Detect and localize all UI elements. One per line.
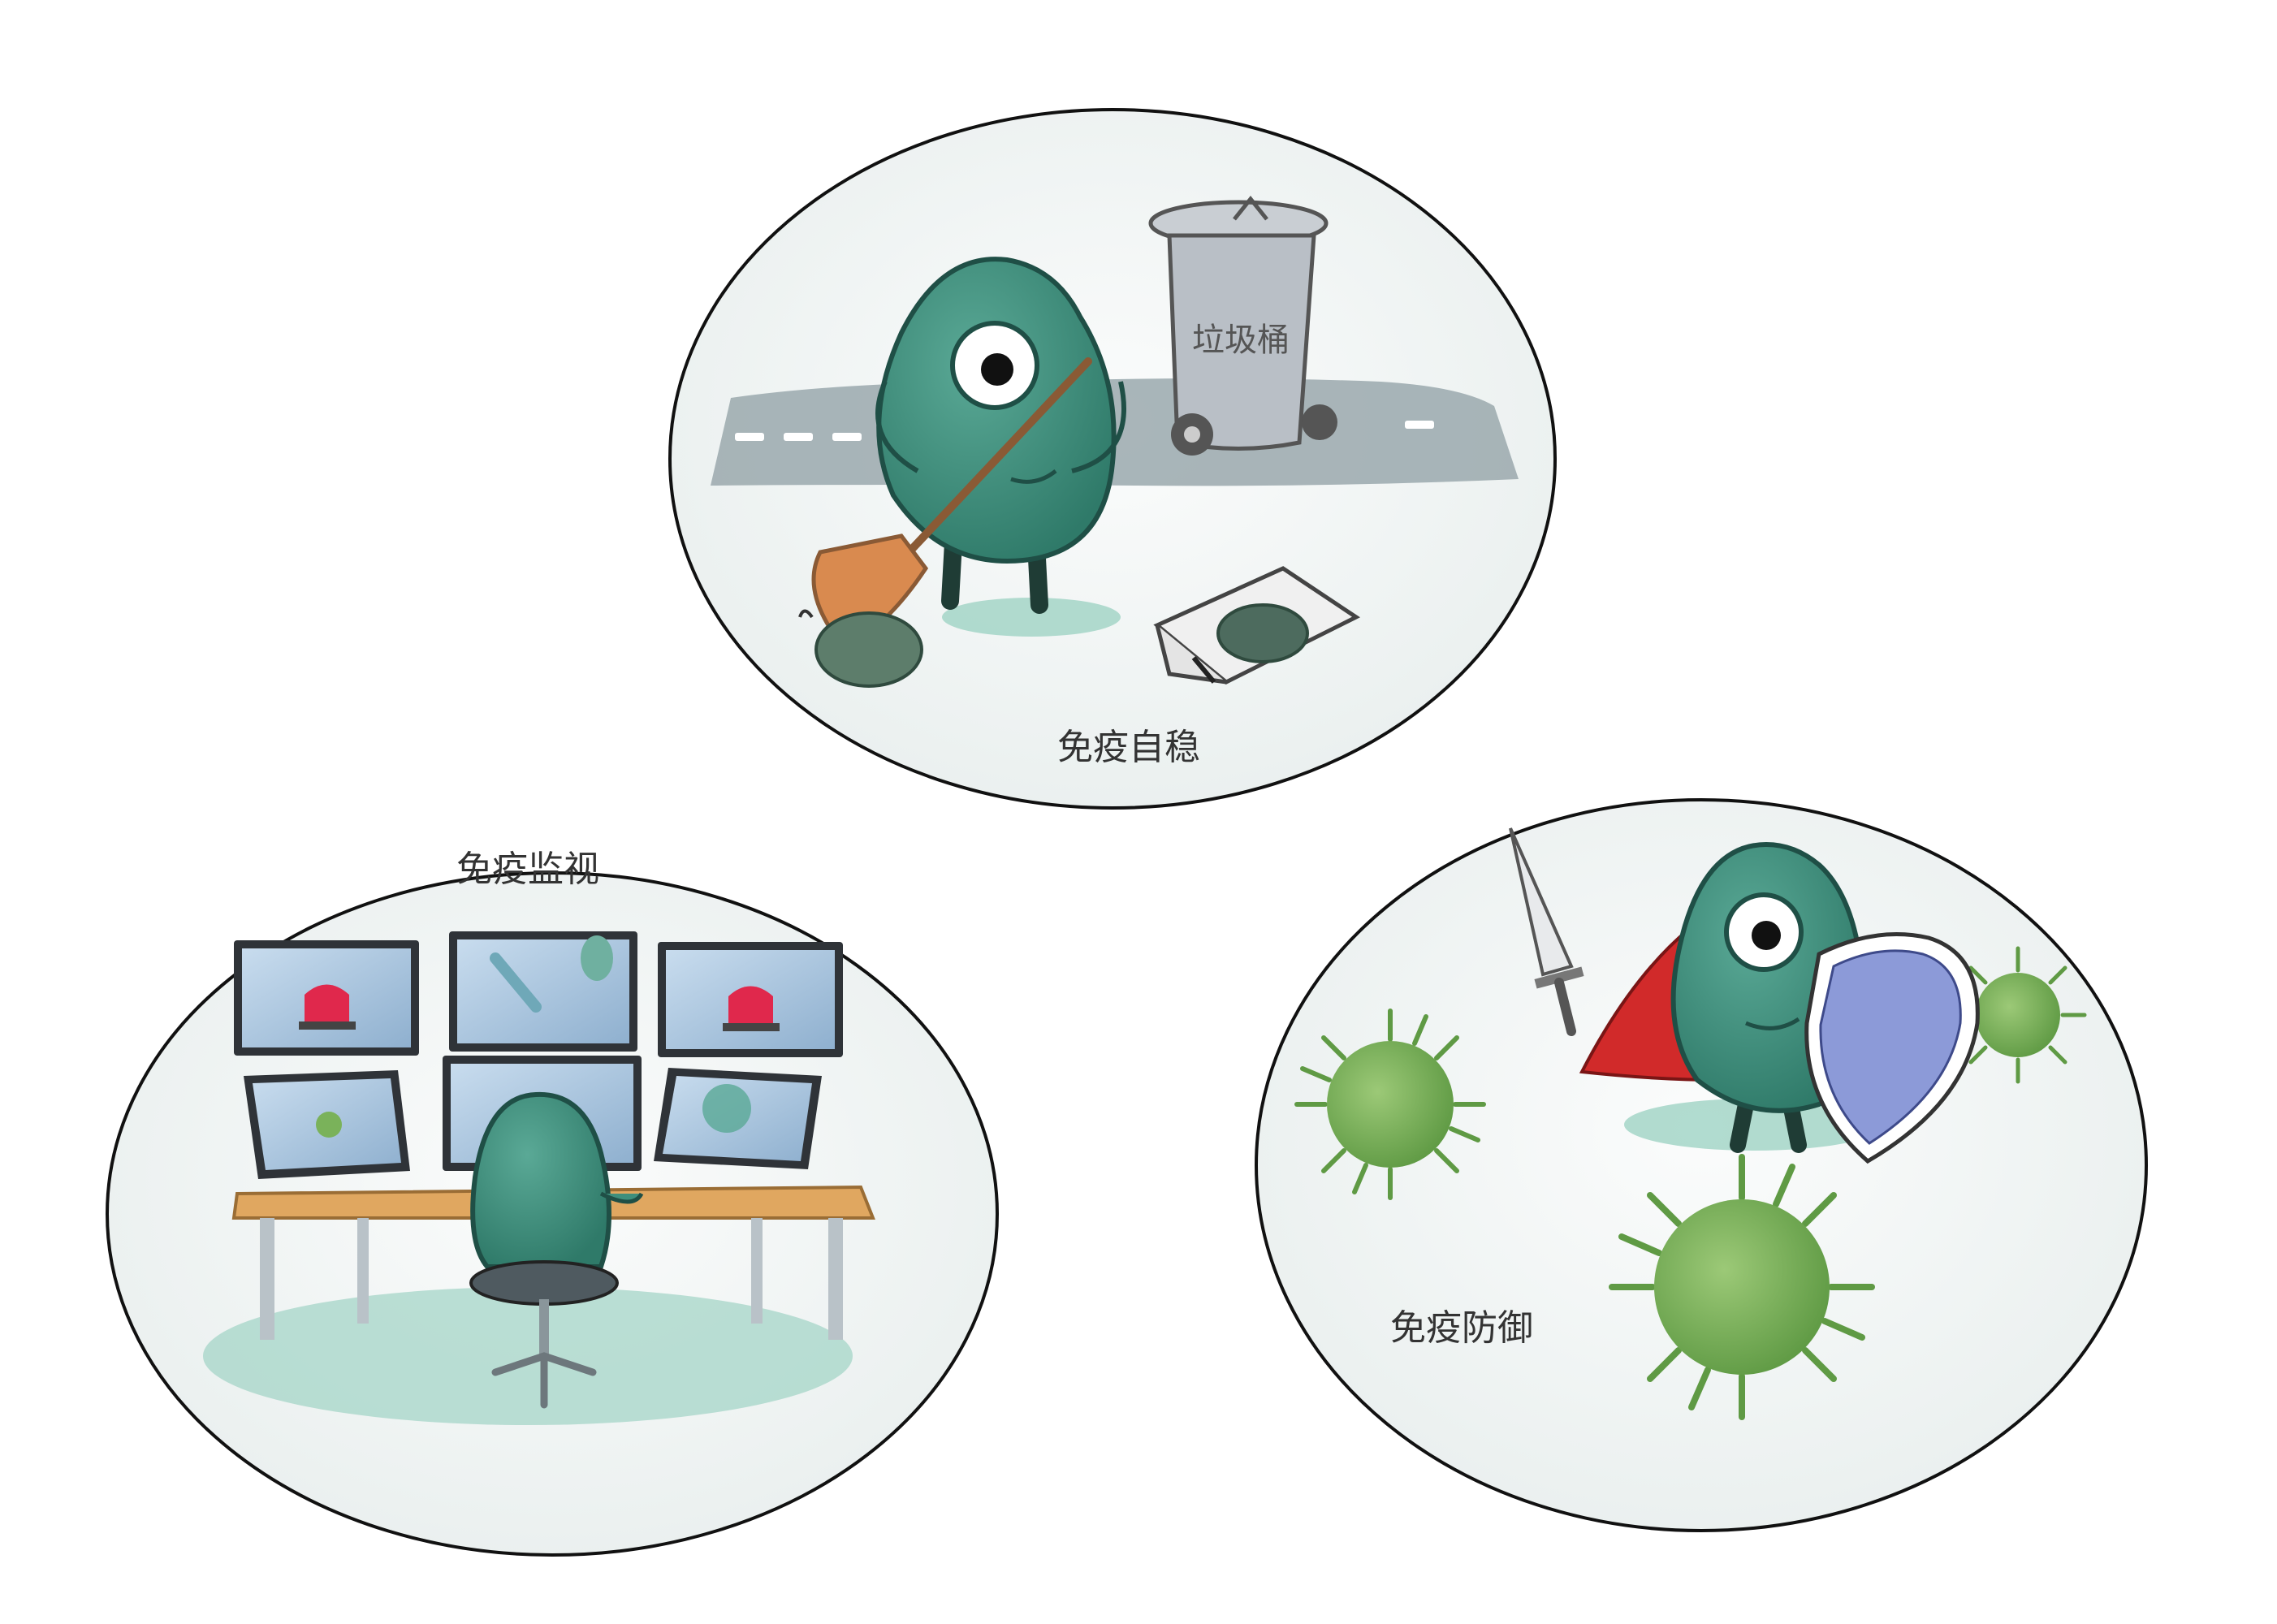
monitor-icon (234, 940, 419, 1056)
virus-icon (1294, 1009, 1486, 1200)
trash-bin-label: 垃圾桶 (1192, 322, 1290, 359)
panel-homeostasis: 垃圾桶 免疫自稳 (668, 108, 1557, 810)
panel-surveillance: 免疫监视 (106, 849, 999, 1557)
monitor-icon (244, 1070, 410, 1179)
monitor-icon (658, 942, 843, 1057)
dustpan-icon (1153, 566, 1360, 685)
caption-homeostasis: 免疫自稳 (1057, 727, 1200, 768)
caption-defense: 免疫防御 (1390, 1307, 1533, 1349)
office-chair-icon (469, 1260, 619, 1409)
monitor-icon (449, 931, 637, 1052)
alarm-light-icon (299, 984, 356, 1030)
broom-icon (798, 357, 1092, 688)
virus-icon (1609, 1154, 1875, 1420)
cell-character-monitoring (470, 1091, 644, 1269)
monitor-icon (654, 1068, 822, 1169)
virus-icon (1949, 946, 2087, 1084)
panel-defense: 免疫防御 (1255, 798, 2148, 1532)
alarm-light-icon (723, 986, 780, 1031)
caption-surveillance: 免疫监视 (456, 849, 599, 890)
sword-icon (1509, 827, 1584, 1036)
shield-icon (1804, 932, 1980, 1164)
trash-bin-icon: 垃圾桶 (1148, 195, 1337, 456)
cell-character-sweeping (875, 257, 1126, 637)
